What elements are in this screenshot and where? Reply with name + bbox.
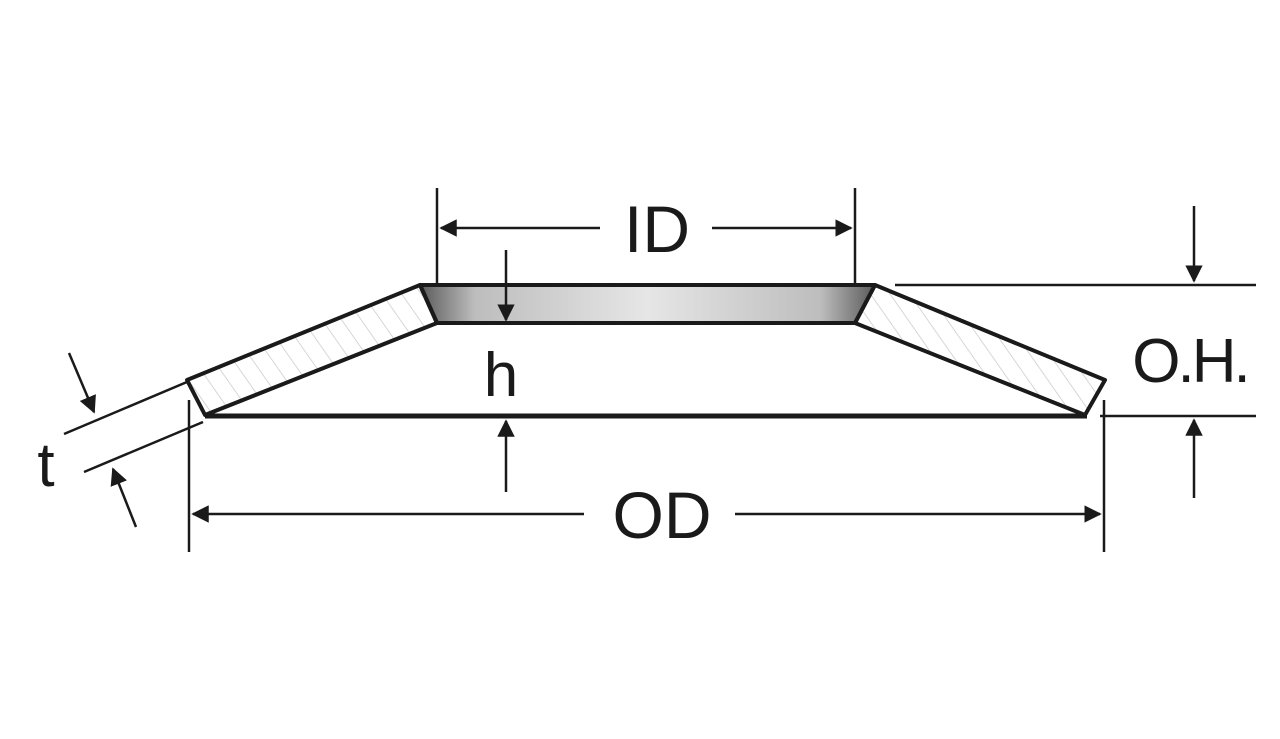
oh-label: O.H. bbox=[1132, 327, 1247, 396]
t-extension-inner bbox=[83, 420, 204, 474]
t-extension-outer bbox=[63, 380, 188, 436]
od-dimension: OD bbox=[187, 400, 1106, 552]
bore-surface bbox=[418, 283, 877, 325]
disc-spring bbox=[185, 283, 1107, 419]
left-cross-section bbox=[185, 283, 439, 417]
t-arrow-up bbox=[110, 467, 138, 528]
h-label: h bbox=[484, 341, 518, 410]
right-cross-section bbox=[853, 283, 1107, 417]
t-dimension: t bbox=[37, 352, 204, 528]
id-label: ID bbox=[624, 192, 690, 266]
od-label: OD bbox=[613, 478, 712, 552]
oh-dimension: O.H. bbox=[895, 206, 1256, 498]
id-dimension: ID bbox=[435, 188, 857, 285]
t-label: t bbox=[37, 431, 54, 500]
h-dimension: h bbox=[484, 250, 518, 492]
t-arrow-down bbox=[67, 352, 96, 414]
